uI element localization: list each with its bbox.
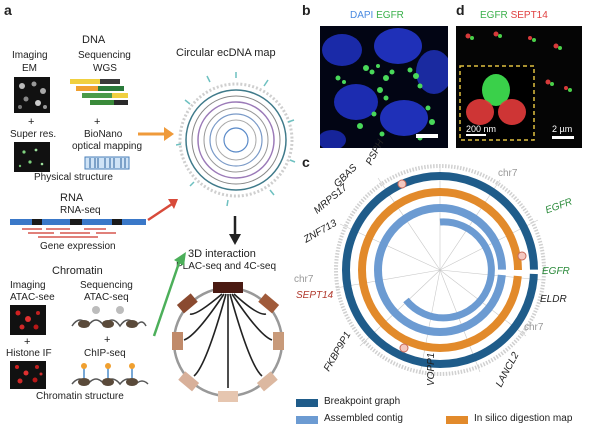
chromatin-plus-left: +	[24, 336, 31, 348]
chromatin-structure-label: Chromatin structure	[36, 391, 124, 402]
chromatin-imaging-label: Imaging	[10, 280, 46, 291]
legend: Breakpoint graph Assembled contig In sil…	[296, 396, 596, 436]
legend-swatch-contig	[296, 416, 318, 424]
panel-d-letter: d	[456, 2, 465, 18]
legend-label-breakpoint: Breakpoint graph	[324, 396, 401, 407]
wgs-reads-graphic	[70, 79, 128, 105]
dna-imaging-label: Imaging	[12, 50, 48, 61]
inset-scale-label: 200 nm	[466, 124, 497, 134]
gene-chr7-top: chr7	[498, 168, 518, 179]
dapi-label: DAPI	[350, 10, 374, 21]
gene-chr7-right: chr7	[524, 322, 544, 333]
legend-label-contig: Assembled contig	[324, 413, 403, 424]
dna-to-map-arrow	[138, 127, 174, 141]
chip-seq-label: ChIP-seq	[84, 348, 126, 359]
legend-label-insilico: In silico digestion map	[474, 413, 573, 424]
em-image	[14, 77, 50, 113]
dna-title: DNA	[82, 34, 106, 46]
histone-if-label: Histone IF	[6, 348, 52, 359]
atac-seq-graphic	[71, 306, 147, 328]
atac-see-label: ATAC-see	[10, 292, 55, 303]
rnaseq-label: RNA-seq	[60, 205, 101, 216]
chromatin-title: Chromatin	[52, 265, 103, 277]
interaction-subtitle: PLAC-seq and 4C-seq	[176, 261, 277, 272]
bionano-map-graphic	[84, 156, 130, 170]
interaction-diagram	[172, 282, 284, 402]
panel-b-letter: b	[302, 2, 311, 18]
egfr-label-d: EGFR	[480, 10, 508, 21]
interaction-title: 3D interaction	[188, 248, 256, 260]
chromatin-plus-right: +	[104, 334, 111, 346]
legend-swatch-breakpoint	[296, 399, 318, 407]
chromatin-sequencing-label: Sequencing	[80, 280, 133, 291]
atac-see-image	[10, 305, 46, 335]
rnaseq-graphic	[10, 219, 146, 238]
dna-sequencing-label: Sequencing	[78, 50, 131, 61]
map-to-interaction-arrow	[229, 216, 241, 245]
gene-sept14: SEPT14	[296, 290, 334, 301]
scale-label-d: 2 µm	[552, 124, 573, 134]
chromatin-to-interaction-arrow	[152, 252, 186, 337]
legend-swatch-insilico	[446, 416, 468, 424]
dna-plus-left: +	[28, 116, 35, 128]
panel-b-title: DAPI EGFR	[350, 10, 404, 21]
dna-plus-right: +	[94, 116, 101, 128]
chip-seq-graphic	[71, 363, 149, 386]
panel-d-micrograph	[456, 26, 582, 148]
ecdna-circos-plot	[334, 164, 546, 376]
gene-chr7-left: chr7	[294, 274, 314, 285]
histone-if-image	[10, 361, 46, 389]
dna-imaging-method: EM	[22, 63, 37, 74]
sept14-label-d: SEPT14	[510, 10, 548, 21]
bionano-label-2: optical mapping	[72, 141, 143, 152]
gene-vopp1: VOPP1	[426, 352, 437, 386]
atac-seq-label: ATAC-seq	[84, 292, 129, 303]
circular-ecdna-map	[176, 72, 296, 207]
panel-b-micrograph	[320, 26, 448, 148]
gene-expression-label: Gene expression	[40, 241, 116, 252]
super-res-label: Super res.	[10, 129, 57, 140]
panel-c-letter: c	[302, 154, 310, 170]
circular-map-title: Circular ecDNA map	[176, 47, 276, 59]
bionano-label-1: BioNano	[84, 129, 123, 140]
rna-to-map-arrow	[147, 199, 178, 222]
dna-sequencing-method: WGS	[93, 63, 117, 74]
physical-structure-label: Physical structure	[34, 172, 113, 183]
super-res-image	[14, 142, 50, 172]
gene-egfr-2: EGFR	[542, 266, 570, 277]
panel-a-letter: a	[4, 2, 12, 18]
panel-d-title: EGFR SEPT14	[480, 10, 548, 21]
gene-eldr: ELDR	[540, 294, 567, 305]
egfr-label-b: EGFR	[376, 10, 404, 21]
rna-title: RNA	[60, 192, 84, 204]
